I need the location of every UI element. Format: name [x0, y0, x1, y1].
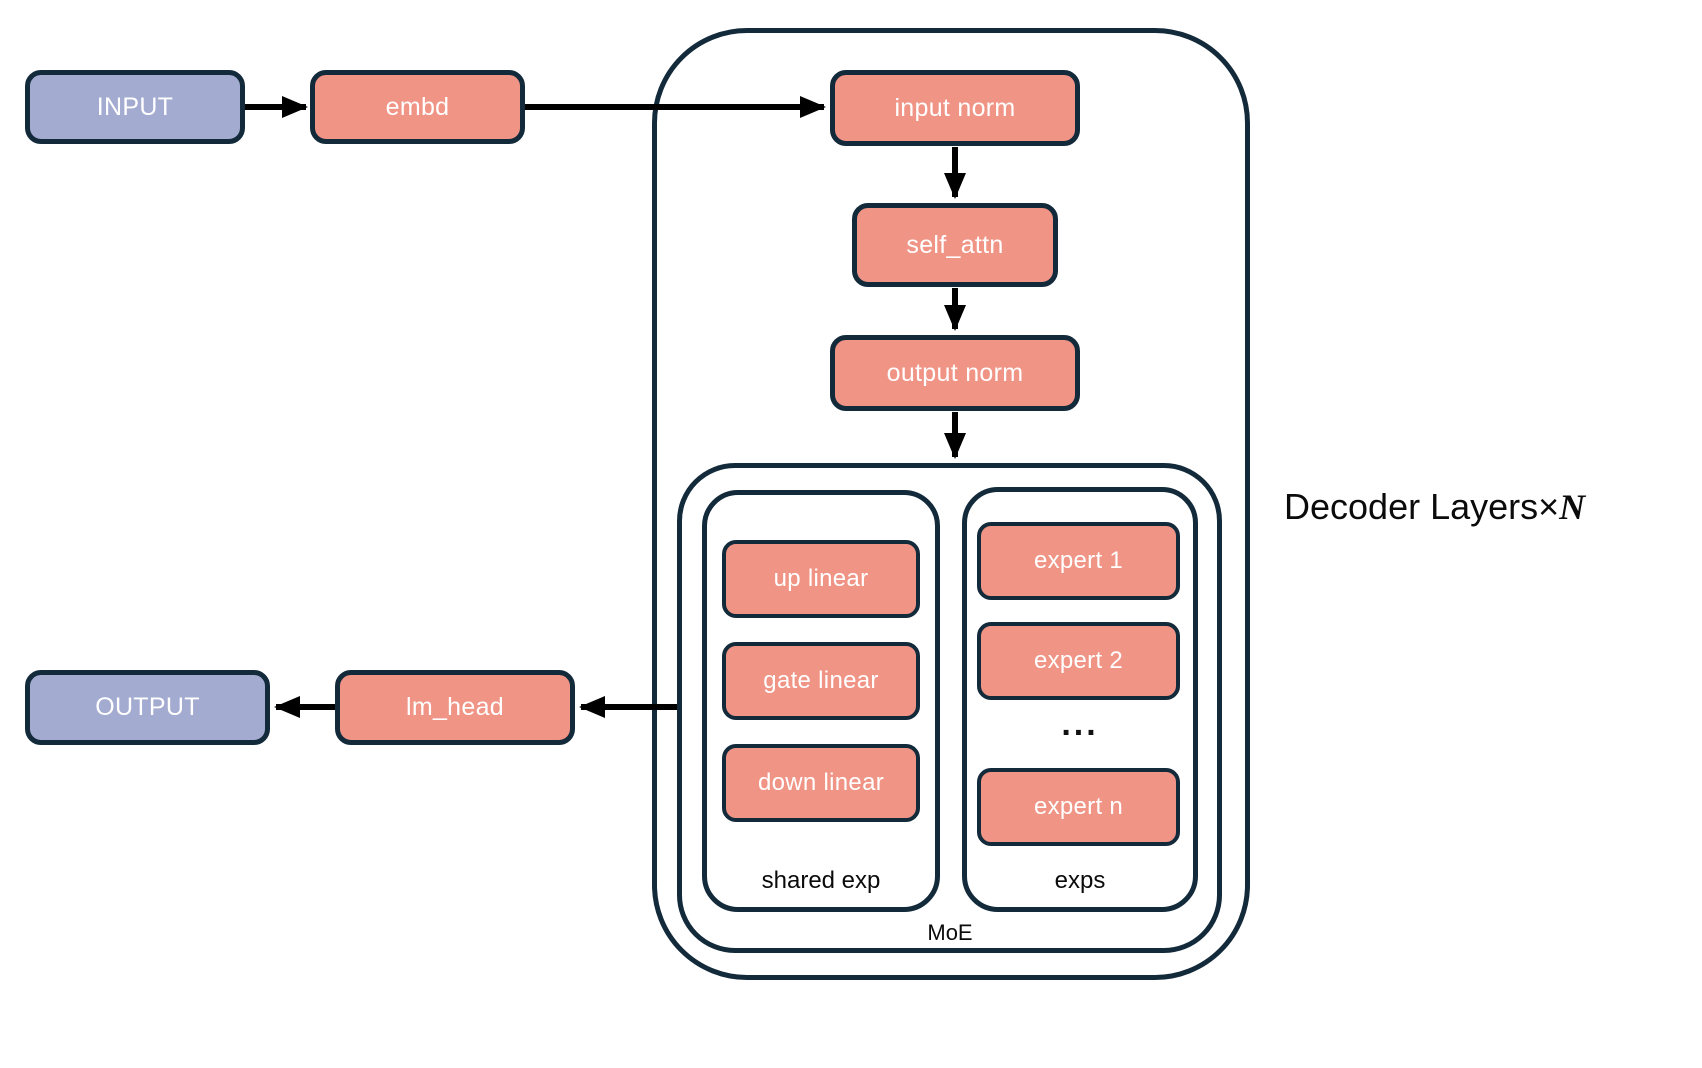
shared-exp-label: shared exp	[762, 867, 881, 895]
gate-linear-node: gate linear	[722, 642, 920, 720]
experts-ellipsis-text: ...	[1061, 705, 1099, 743]
output-norm-node-label: output norm	[886, 358, 1024, 387]
input-norm-node: input norm	[830, 70, 1080, 146]
output-norm-node: output norm	[830, 335, 1080, 411]
experts-ellipsis: ...	[1061, 707, 1098, 741]
expert-1-node-label: expert 1	[1033, 547, 1124, 574]
lm-head-node-label: lm_head	[406, 693, 504, 721]
output-node: OUTPUT	[25, 670, 270, 745]
embd-node: embd	[310, 70, 525, 144]
shared-exp-label-text: shared exp	[761, 867, 881, 894]
expert-n-node-label: expert n	[1033, 793, 1124, 820]
annotation-variable: N	[1559, 487, 1586, 527]
expert-2-node-label: expert 2	[1033, 647, 1124, 674]
input-norm-node-label: input norm	[894, 93, 1016, 122]
up-linear-node: up linear	[722, 540, 920, 618]
self-attn-node: self_attn	[852, 203, 1058, 287]
up-linear-node-label: up linear	[773, 565, 869, 592]
embd-node-label: embd	[385, 92, 450, 121]
decoder-layers-annotation: Decoder Layers×N	[1284, 486, 1585, 528]
exps-label: exps	[1055, 867, 1106, 895]
annotation-times-symbol: ×	[1538, 486, 1560, 527]
expert-1-node: expert 1	[977, 522, 1180, 600]
down-linear-node-label: down linear	[757, 769, 885, 796]
annotation-prefix: Decoder Layers	[1284, 486, 1539, 527]
down-linear-node: down linear	[722, 744, 920, 822]
gate-linear-node-label: gate linear	[763, 667, 879, 694]
moe-label-text: MoE	[927, 920, 973, 945]
exps-label-text: exps	[1054, 867, 1106, 894]
self-attn-node-label: self_attn	[906, 230, 1004, 259]
expert-n-node: expert n	[977, 768, 1180, 846]
output-node-label: OUTPUT	[95, 693, 200, 721]
lm-head-node: lm_head	[335, 670, 575, 745]
expert-2-node: expert 2	[977, 622, 1180, 700]
input-node-label: INPUT	[96, 92, 174, 121]
moe-label: MoE	[927, 920, 972, 946]
input-node: INPUT	[25, 70, 245, 144]
